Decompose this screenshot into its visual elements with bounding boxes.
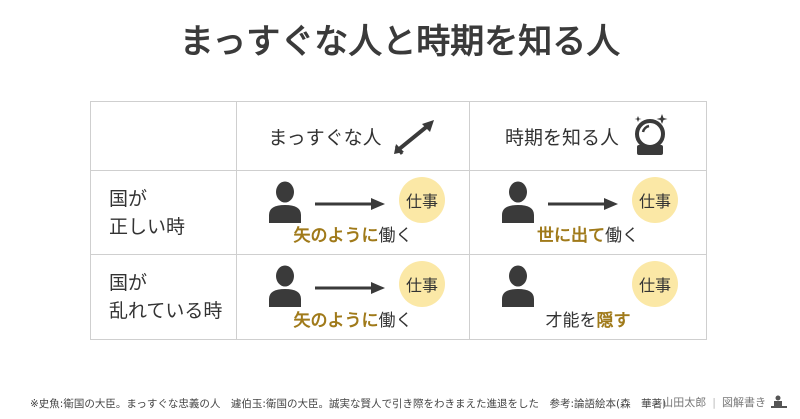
table-row: 国が 正しい時 仕事 矢のように働く	[90, 170, 707, 255]
comparison-table: まっすぐな人 時期を知る人	[90, 101, 707, 340]
person-icon	[502, 181, 534, 223]
table-header-row: まっすぐな人 時期を知る人	[90, 101, 707, 171]
right-arrow-icon	[315, 282, 385, 294]
row-label-line2: 乱れている時	[109, 300, 223, 322]
cell-caption: 矢のように働く	[237, 221, 469, 246]
brand-separator: |	[712, 395, 716, 409]
page-title: まっすぐな人と時期を知る人	[179, 22, 621, 62]
brand-credit: 山田太郎 | 図解書き	[662, 394, 788, 410]
row-label-line2: 正しい時	[109, 215, 186, 238]
right-arrow-icon	[315, 198, 385, 210]
cell-caption: 世に出て働く	[470, 221, 706, 246]
header-label-timing: 時期を知る人	[504, 126, 619, 149]
job-circle: 仕事	[632, 177, 678, 223]
row-label-line1: 国が	[109, 187, 148, 210]
header-timing-person: 時期を知る人	[469, 101, 707, 171]
job-circle: 仕事	[399, 177, 445, 223]
table-cell: 仕事 矢のように働く	[236, 254, 470, 340]
crystal-ball-icon	[634, 114, 668, 155]
caption-emphasis: 矢のように	[293, 226, 379, 246]
row-label-cell: 国が 乱れている時	[90, 254, 237, 340]
person-icon	[269, 181, 301, 223]
brand-name: 山田太郎	[662, 396, 707, 409]
corner-cell	[90, 101, 237, 171]
cell-caption: 矢のように働く	[237, 306, 469, 331]
table-row: 国が 乱れている時 仕事 矢のように働く	[90, 254, 707, 340]
caption-text: 才能を	[545, 311, 597, 331]
footnote: ※史魚:衛国の大臣。まっすぐな忠義の人 遽伯玉:衛国の大臣。誠実な賢人で引き際を…	[30, 398, 667, 410]
table-cell: 仕事 矢のように働く	[236, 170, 470, 255]
person-icon	[502, 265, 534, 307]
row-label-cell: 国が 正しい時	[90, 170, 237, 255]
header-label-straight: まっすぐな人	[268, 126, 382, 149]
table-cell: 仕事 才能を隠す	[469, 254, 707, 340]
caption-text: 働く	[605, 226, 639, 246]
caption-text: 働く	[378, 226, 413, 246]
cell-caption: 才能を隠す	[470, 306, 706, 331]
header-straight-person: まっすぐな人	[236, 101, 470, 171]
job-circle: 仕事	[399, 261, 445, 307]
row-label-line1: 国が	[109, 272, 148, 294]
caption-emphasis: 矢のように	[293, 311, 379, 331]
arrow-icon	[393, 120, 434, 155]
person-at-desk-icon	[771, 395, 787, 408]
job-circle: 仕事	[632, 261, 678, 307]
caption-emphasis: 世に出て	[537, 226, 605, 246]
right-arrow-icon	[548, 198, 618, 210]
caption-text: 働く	[378, 311, 413, 331]
table-cell: 仕事 世に出て働く	[469, 170, 707, 255]
person-icon	[269, 265, 301, 307]
brand-label: 図解書き	[722, 396, 766, 409]
caption-emphasis: 隠す	[596, 311, 631, 331]
